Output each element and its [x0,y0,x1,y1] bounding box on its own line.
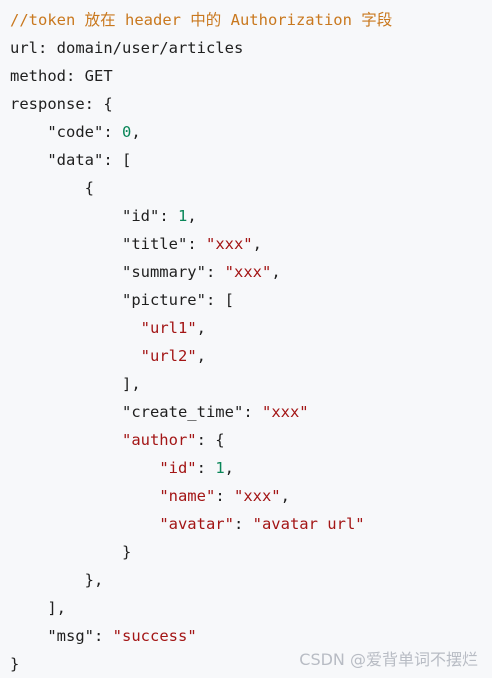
code-token: "code" [47,123,104,141]
code-token: : [103,123,122,141]
code-token: "xxx" [261,403,309,421]
code-token: "avatar" [159,515,234,533]
code-token: "summary" [121,263,206,281]
code-line: } [0,650,492,678]
code-token: 1 [177,207,188,225]
code-token [10,403,122,421]
code-token [10,291,122,309]
code-token: method: GET [10,67,113,85]
code-token: , [196,347,206,365]
code-token: , [131,123,141,141]
code-token: "xxx" [233,487,281,505]
code-token: response: { [10,95,113,113]
code-line: "code": 0, [0,118,492,146]
code-token: , [252,235,262,253]
code-token: , [280,487,290,505]
code-token: : [94,627,113,645]
code-token: 0 [122,123,132,141]
code-token: "url1" [140,319,197,337]
code-token [10,487,159,505]
code-token: : { [196,431,225,449]
code-token [10,319,141,337]
code-token [10,515,159,533]
code-line: "id": 1, [0,202,492,230]
code-line: { [0,174,492,202]
code-line: "url1", [0,314,492,342]
code-line: method: GET [0,62,492,90]
code-line: "msg": "success" [0,622,492,650]
code-line: "url2", [0,342,492,370]
code-token: "title" [121,235,188,253]
code-token [10,207,122,225]
code-token: "author" [121,431,197,449]
code-token: , [224,459,234,477]
code-line: "create_time": "xxx" [0,398,492,426]
code-token: url: domain/user/articles [10,39,244,57]
code-token: } [10,543,132,561]
code-token: , [187,207,197,225]
code-line: } [0,538,492,566]
code-token: "name" [159,487,216,505]
code-token: "xxx" [205,235,253,253]
code-line: //token 放在 header 中的 Authorization 字段 [0,6,492,34]
code-line: response: { [0,90,492,118]
code-line: "title": "xxx", [0,230,492,258]
code-token [10,235,122,253]
code-token: "msg" [47,627,94,645]
code-token: } [10,655,20,673]
code-line: url: domain/user/articles [0,34,492,62]
code-line: "picture": [ [0,286,492,314]
code-line: "avatar": "avatar url" [0,510,492,538]
code-token: 1 [215,459,225,477]
code-line: "author": { [0,426,492,454]
code-token: : [ [103,151,132,169]
code-token [10,431,122,449]
code-token [10,627,47,645]
code-token [10,151,47,169]
code-token: : [205,263,225,281]
code-line: }, [0,566,492,594]
code-token: : [187,235,206,253]
code-token: : [159,207,178,225]
code-token: { [10,179,94,197]
code-line: "name": "xxx", [0,482,492,510]
code-token: "picture" [121,291,206,309]
code-token: "create_time" [121,403,244,421]
code-token: "data" [47,151,104,169]
code-token: : [243,403,262,421]
code-token: ], [10,375,141,393]
code-token: "url2" [140,347,197,365]
code-token: "avatar url" [252,515,365,533]
code-line: ], [0,370,492,398]
watermark: CSDN @爱背单词不摆烂 [299,650,478,669]
code-line: "data": [ [0,146,492,174]
code-block: //token 放在 header 中的 Authorization 字段 url… [0,6,492,678]
code-token: ], [10,599,66,617]
code-token [10,347,141,365]
code-token: "success" [112,627,197,645]
code-token: "id" [159,459,197,477]
code-line: "id": 1, [0,454,492,482]
code-token [10,263,122,281]
code-line: "summary": "xxx", [0,258,492,286]
code-token: //token 放在 header 中的 Authorization 字段 [10,11,393,29]
code-token: "id" [121,207,160,225]
code-token: , [196,319,206,337]
code-token: "xxx" [224,263,272,281]
code-line: ], [0,594,492,622]
code-token: : [ [205,291,234,309]
code-token: : [215,487,234,505]
code-token: }, [10,571,104,589]
code-token [10,459,159,477]
code-token: : [196,459,216,477]
code-token: : [233,515,253,533]
code-token: , [271,263,281,281]
code-token [10,123,47,141]
